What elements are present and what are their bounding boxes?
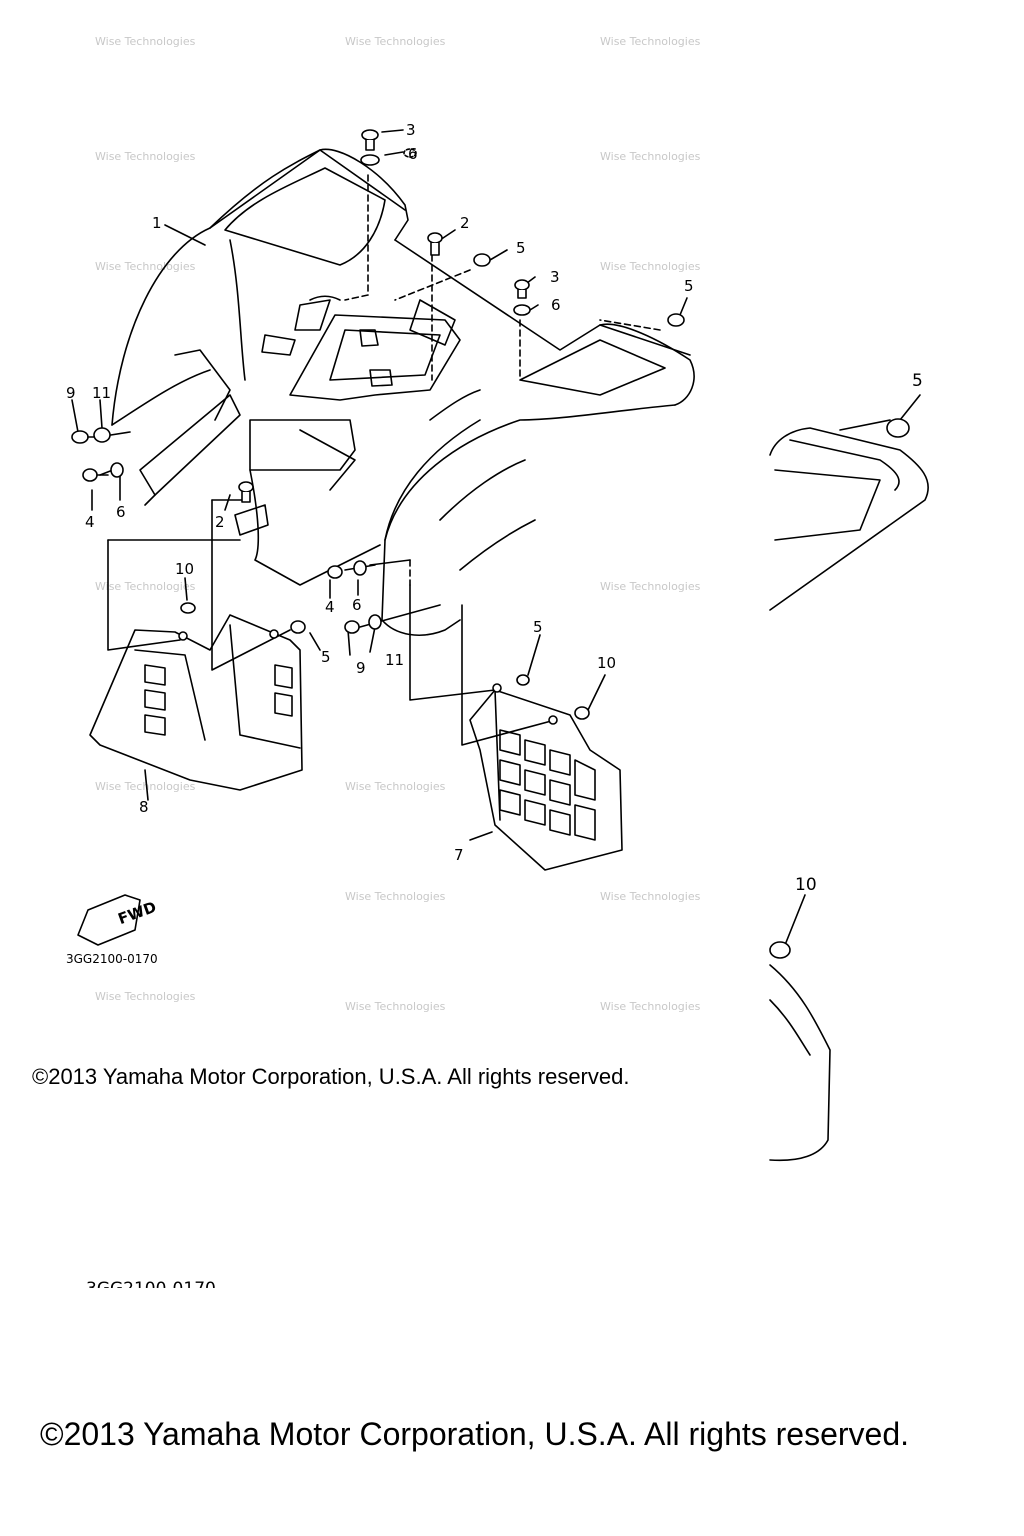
callout-5: 5 <box>516 239 526 257</box>
watermark-text: Wise Technologies <box>345 890 446 903</box>
watermark-text: Wise Technologies <box>345 1000 446 1013</box>
fwd-label: FWD <box>116 898 159 928</box>
callout-5: 5 <box>912 371 923 391</box>
callout-10: 10 <box>597 654 616 672</box>
watermark-text: Wise Technologies <box>95 990 196 1003</box>
part-number-cropped: 3GG2100-0170 <box>86 1279 216 1299</box>
watermark-text: Wise Technologies <box>600 35 701 48</box>
callout-6: 6 <box>352 596 362 614</box>
assembly-leader-lines <box>344 174 661 586</box>
callout-11: 11 <box>385 651 404 669</box>
callout-labels: 1 2 2 3 3 4 4 5 5 5 5 5 6 6 6 6 7 8 9 9 … <box>66 121 923 895</box>
zoomed-fender-detail <box>769 427 929 1162</box>
callout-6: 6 <box>551 296 561 314</box>
fastener-hardware <box>71 129 910 959</box>
callout-4: 4 <box>85 513 95 531</box>
left-mudflap-part <box>89 614 303 791</box>
watermark-text: Wise Technologies <box>600 260 701 273</box>
callout-6: 6 <box>116 503 126 521</box>
callout-11: 11 <box>92 384 111 402</box>
callout-8: 8 <box>139 798 149 816</box>
watermark-text: Wise Technologies <box>95 580 196 593</box>
callout-5: 5 <box>684 277 694 295</box>
callout-9: 9 <box>66 384 76 402</box>
callout-10: 10 <box>175 560 194 578</box>
callout-2: 2 <box>460 214 470 232</box>
callout-1: 1 <box>152 214 162 232</box>
copyright-notice: ©2013 Yamaha Motor Corporation, U.S.A. A… <box>32 1064 630 1089</box>
right-mudflap-part <box>469 689 623 871</box>
watermark-text: Wise Technologies <box>600 890 701 903</box>
watermark-text: Wise Technologies <box>600 150 701 163</box>
callout-10: 10 <box>795 875 817 895</box>
watermark-text: Wise Technologies <box>95 260 196 273</box>
watermark-text: Wise Technologies <box>345 780 446 793</box>
callout-7: 7 <box>454 846 464 864</box>
callout-5: 5 <box>321 648 331 666</box>
callout-4: 4 <box>325 598 335 616</box>
callout-5: 5 <box>533 618 543 636</box>
watermark-text: Wise Technologies <box>95 35 196 48</box>
part-number: 3GG2100-0170 <box>66 952 158 966</box>
watermark-text: Wise Technologies <box>95 780 196 793</box>
solid-leader-lines <box>97 431 556 746</box>
callout-3: 3 <box>550 268 560 286</box>
callout-2: 2 <box>215 513 225 531</box>
callout-6: 6 <box>408 145 418 163</box>
watermark-text: Wise Technologies <box>345 35 446 48</box>
callout-leaders <box>71 129 921 946</box>
watermark-text: Wise Technologies <box>600 1000 701 1013</box>
fwd-arrow-icon <box>77 894 141 946</box>
watermark-text: Wise Technologies <box>95 150 196 163</box>
copyright-notice-large: ©2013 Yamaha Motor Corporation, U.S.A. A… <box>40 1416 910 1452</box>
callout-3: 3 <box>406 121 416 139</box>
rear-fender-part <box>111 148 695 636</box>
watermark-text: Wise Technologies <box>600 580 701 593</box>
callout-9: 9 <box>356 659 366 677</box>
watermark-grid: Wise Technologies Wise Technologies Wise… <box>95 35 701 1013</box>
